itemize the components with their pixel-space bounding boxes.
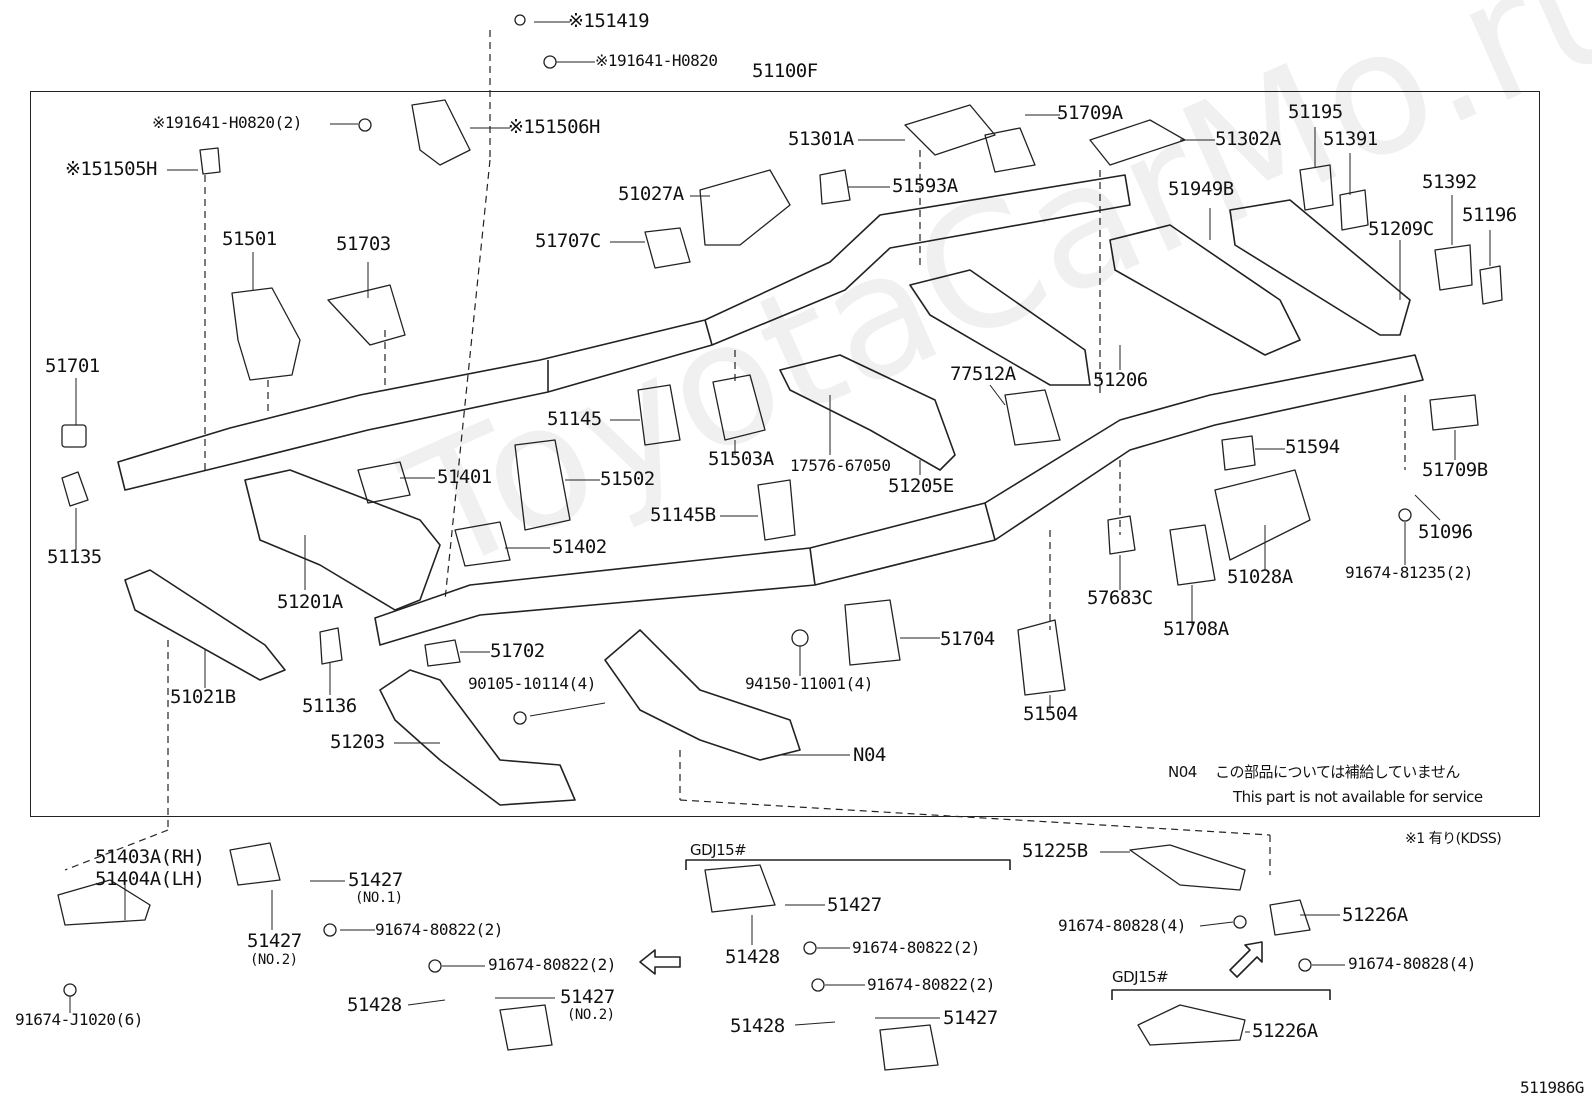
part-label[interactable]: 51709B — [1422, 459, 1488, 481]
part-label[interactable]: 57683C — [1087, 587, 1153, 609]
part-label[interactable]: 51404A(LH) — [95, 868, 205, 890]
part-label[interactable]: 51028A — [1227, 566, 1293, 588]
part-label[interactable]: ※191641-H0820(2) — [152, 113, 302, 132]
note-jp: この部品については補給していません — [1215, 763, 1460, 781]
part-label[interactable]: 91674-80828(4) — [1058, 916, 1186, 935]
part-label[interactable]: 51709A — [1057, 102, 1123, 124]
part-label[interactable]: 51145B — [650, 504, 716, 526]
crossmember-front — [244, 469, 441, 611]
left-frame-rail — [117, 174, 1131, 491]
note-en: This part is not available for service — [1233, 788, 1483, 806]
part-label[interactable]: 51392 — [1422, 171, 1477, 193]
crossmember-51209C — [1229, 199, 1411, 336]
assembly-label[interactable]: 51100F — [752, 60, 818, 82]
part-label[interactable]: 51702 — [490, 640, 545, 662]
part-label[interactable]: 51301A — [788, 128, 854, 150]
part-label[interactable]: 51096 — [1418, 521, 1473, 543]
part-label[interactable]: 91674-80822(2) — [488, 955, 616, 974]
part-label[interactable]: 91674-80828(4) — [1348, 954, 1476, 973]
part-label[interactable]: 51593A — [892, 175, 958, 197]
part-label[interactable]: 91674-J1020(6) — [15, 1010, 143, 1029]
part-label[interactable]: 51391 — [1323, 128, 1378, 150]
arrow-up-right — [1229, 941, 1263, 978]
variant-group-label: GDJ15# — [1112, 968, 1169, 986]
part-label[interactable]: 51402 — [552, 536, 607, 558]
part-label[interactable]: 51427 — [827, 894, 882, 916]
part-label[interactable]: 51704 — [940, 628, 995, 650]
part-label[interactable]: 51427 — [348, 869, 403, 891]
part-label[interactable]: 51428 — [730, 1015, 785, 1037]
bracket-51203 — [379, 669, 576, 806]
part-label[interactable]: 51501 — [222, 228, 277, 250]
part-label[interactable]: 91674-81235(2) — [1345, 563, 1473, 582]
diagram-id: 511986G — [1520, 1078, 1584, 1097]
part-label[interactable]: 91674-80822(2) — [867, 975, 995, 994]
part-label[interactable]: ※191641-H0820 — [595, 51, 718, 70]
part-label[interactable]: 51302A — [1215, 128, 1281, 150]
part-label[interactable]: 91674-80822(2) — [375, 920, 503, 939]
part-label[interactable]: 17576-67050 — [790, 456, 891, 475]
part-label[interactable]: 51226A — [1252, 1020, 1318, 1042]
part-label[interactable]: 51949B — [1168, 178, 1234, 200]
crossmember-51021B — [124, 569, 286, 681]
crossmember-51949B — [1109, 224, 1301, 356]
part-label[interactable]: 51145 — [547, 408, 602, 430]
crossmember-51206 — [909, 269, 1091, 386]
part-label[interactable]: 51021B — [170, 686, 236, 708]
part-label[interactable]: 51428 — [725, 946, 780, 968]
part-label[interactable]: 91674-80822(2) — [852, 938, 980, 957]
part-label[interactable]: ※151419 — [568, 10, 650, 32]
part-label[interactable]: 51701 — [45, 355, 100, 377]
part-label[interactable]: 51225B — [1022, 840, 1088, 862]
part-label[interactable]: 94150-11001(4) — [745, 674, 873, 693]
part-label[interactable]: 90105-10114(4) — [468, 674, 596, 693]
part-label[interactable]: 51203 — [330, 731, 385, 753]
part-label[interactable]: 51427 — [943, 1007, 998, 1029]
part-label[interactable]: 51027A — [618, 183, 684, 205]
part-label[interactable]: 51504 — [1023, 703, 1078, 725]
part-label[interactable]: 51703 — [336, 233, 391, 255]
part-label[interactable]: N04 — [853, 744, 886, 766]
part-label[interactable]: 51201A — [277, 591, 343, 613]
part-label[interactable]: 51502 — [600, 468, 655, 490]
part-label[interactable]: 51428 — [347, 994, 402, 1016]
part-sublabel: (NO.2) — [250, 952, 298, 968]
part-label[interactable]: 51206 — [1093, 369, 1148, 391]
part-label[interactable]: 51403A(RH) — [95, 846, 205, 868]
main-assembly-frame — [30, 91, 1540, 817]
part-label[interactable]: 51136 — [302, 695, 357, 717]
part-label[interactable]: 51708A — [1163, 618, 1229, 640]
kdss-note: ※1 有り(KDSS) — [1405, 831, 1502, 847]
part-label[interactable]: ※151506H — [508, 116, 601, 138]
arrow-left — [639, 949, 681, 975]
part-label[interactable]: 51205E — [888, 475, 954, 497]
variant-group-label: GDJ15# — [690, 841, 747, 859]
part-label[interactable]: ※151505H — [65, 158, 158, 180]
part-label[interactable]: 51707C — [535, 230, 601, 252]
part-label[interactable]: 51427 — [560, 986, 615, 1008]
n04-crossmember — [604, 629, 801, 761]
part-label[interactable]: 51503A — [708, 448, 774, 470]
part-label[interactable]: 51195 — [1288, 101, 1343, 123]
note-code: N04 — [1168, 763, 1197, 781]
part-sublabel: (NO.2) — [567, 1007, 615, 1023]
part-label[interactable]: 51209C — [1368, 218, 1434, 240]
crossmember-mid — [779, 354, 956, 471]
part-label[interactable]: 51196 — [1462, 204, 1517, 226]
part-label[interactable]: 51135 — [47, 546, 102, 568]
right-frame-rail — [374, 354, 1424, 646]
part-label[interactable]: 51401 — [437, 466, 492, 488]
part-label[interactable]: 77512A — [950, 363, 1016, 385]
part-label[interactable]: 51226A — [1342, 904, 1408, 926]
part-sublabel: (NO.1) — [355, 890, 403, 906]
part-label[interactable]: 51594 — [1285, 436, 1340, 458]
part-label[interactable]: 51427 — [247, 930, 302, 952]
